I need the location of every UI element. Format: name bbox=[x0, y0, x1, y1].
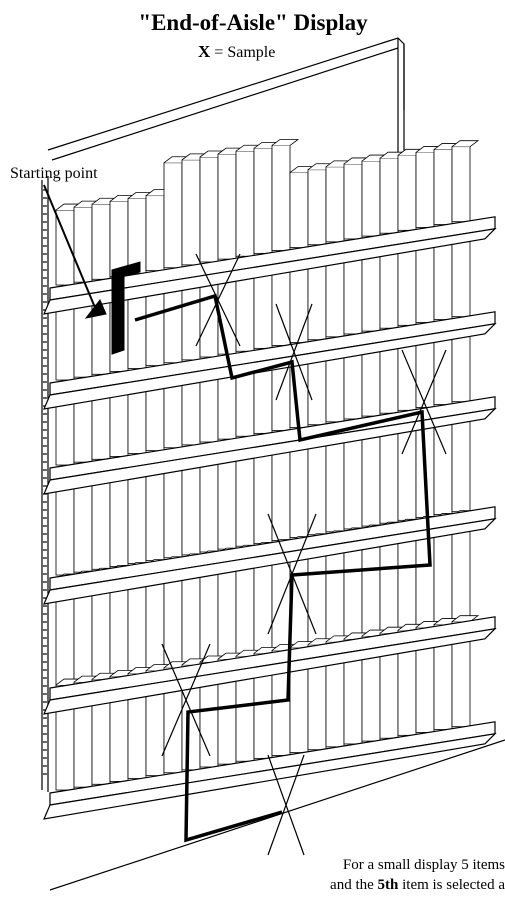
product-box bbox=[380, 158, 398, 233]
product-box bbox=[344, 164, 362, 239]
header-panel-inner bbox=[52, 48, 398, 160]
product-box bbox=[128, 474, 146, 564]
product-box bbox=[146, 471, 164, 561]
product-box-top bbox=[452, 141, 478, 147]
product-box bbox=[380, 253, 398, 328]
caption-line-2-bold: 5th bbox=[378, 877, 399, 893]
product-box bbox=[398, 155, 416, 230]
product-box bbox=[416, 152, 434, 227]
product-box bbox=[254, 273, 272, 348]
product-box bbox=[56, 305, 74, 380]
product-box bbox=[362, 256, 380, 331]
product-box bbox=[164, 288, 182, 363]
product-box bbox=[74, 207, 92, 282]
product-box bbox=[200, 462, 218, 552]
product-box bbox=[182, 160, 200, 265]
product-box bbox=[236, 456, 254, 546]
product-box bbox=[254, 148, 272, 253]
product-box bbox=[110, 201, 128, 276]
product-box bbox=[452, 242, 470, 317]
starting-point-label: Starting point bbox=[10, 165, 98, 183]
product-box bbox=[308, 170, 326, 245]
product-box bbox=[146, 196, 164, 271]
product-box bbox=[326, 167, 344, 242]
product-box bbox=[434, 245, 452, 320]
caption: For a small display 5 items and the 5th … bbox=[282, 855, 505, 895]
product-box bbox=[362, 436, 380, 526]
caption-line-2-post: item is selected a bbox=[398, 877, 505, 893]
product-box bbox=[56, 485, 74, 575]
caption-line-1: For a small display 5 items bbox=[282, 855, 505, 875]
header-panel-top bbox=[48, 38, 404, 150]
product-box bbox=[434, 150, 452, 225]
product-box bbox=[452, 147, 470, 222]
product-box bbox=[128, 294, 146, 369]
product-box bbox=[128, 199, 146, 274]
product-box bbox=[380, 433, 398, 523]
product-box bbox=[272, 145, 290, 250]
product-box bbox=[452, 422, 470, 512]
product-box bbox=[92, 204, 110, 279]
product-box bbox=[218, 459, 236, 549]
product-box bbox=[290, 173, 308, 248]
product-box bbox=[182, 285, 200, 360]
product-box bbox=[236, 151, 254, 256]
product-box bbox=[398, 250, 416, 325]
product-box bbox=[92, 479, 110, 569]
product-box bbox=[200, 157, 218, 262]
product-box bbox=[254, 453, 272, 543]
product-box bbox=[434, 425, 452, 515]
product-box bbox=[398, 430, 416, 520]
product-box bbox=[272, 450, 290, 540]
product-box-top bbox=[272, 139, 298, 145]
product-box bbox=[326, 442, 344, 532]
caption-line-2: and the 5th item is selected a bbox=[282, 875, 505, 895]
product-box bbox=[236, 276, 254, 351]
product-box bbox=[326, 262, 344, 337]
product-box bbox=[362, 161, 380, 236]
product-box bbox=[308, 265, 326, 340]
product-box bbox=[164, 163, 182, 268]
product-box bbox=[344, 439, 362, 529]
caption-line-2-pre: and the bbox=[330, 877, 377, 893]
product-box bbox=[290, 268, 308, 343]
product-box bbox=[308, 445, 326, 535]
product-box bbox=[110, 476, 128, 566]
product-box bbox=[164, 468, 182, 558]
product-box bbox=[218, 154, 236, 259]
product-box bbox=[290, 448, 308, 538]
product-box bbox=[344, 259, 362, 334]
product-box bbox=[74, 482, 92, 572]
product-box bbox=[182, 465, 200, 555]
product-box bbox=[146, 291, 164, 366]
product-box bbox=[416, 247, 434, 322]
